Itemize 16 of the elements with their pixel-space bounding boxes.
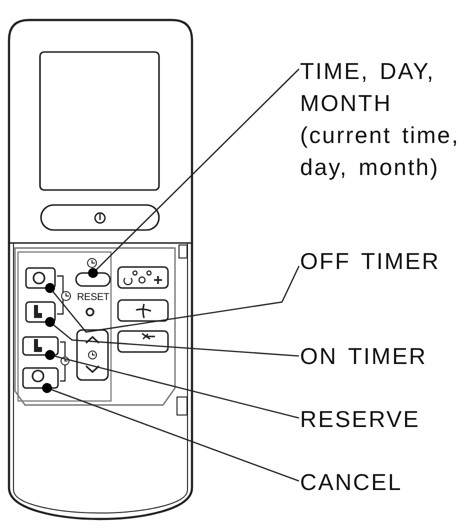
leader-line: [45, 266, 300, 333]
callout-label: OFF TIMER: [300, 245, 466, 277]
callout-note: (current time, day, month): [300, 121, 460, 182]
leader-line: [88, 68, 300, 278]
callout-label: RESERVE: [300, 403, 466, 435]
leader-line: [45, 317, 300, 357]
cancel-button: [22, 367, 59, 389]
reserve-button: [22, 336, 59, 356]
off-timer-button: [25, 267, 56, 289]
callout-label: ON TIMER: [300, 340, 466, 372]
leader-line: [42, 383, 300, 482]
on-timer-button: [25, 301, 56, 323]
button-caption: RESET: [77, 292, 110, 303]
callout-label: CANCEL: [300, 466, 466, 498]
callout-label: TIME, DAY, MONTH: [300, 57, 436, 118]
leader-line: [45, 350, 300, 419]
